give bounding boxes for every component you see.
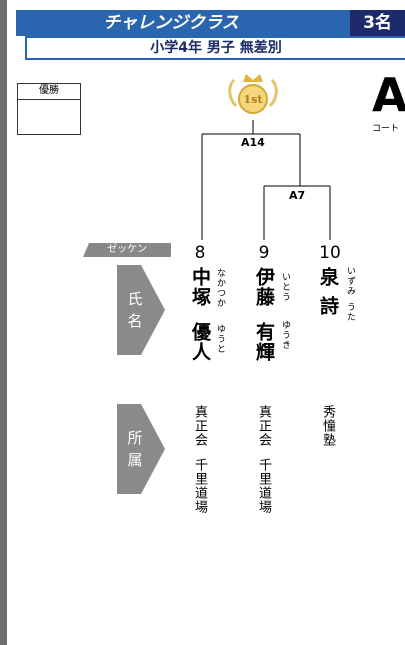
court-label: コート [372, 124, 400, 134]
player-club: 真正会 [256, 405, 271, 447]
player-name-given: 優人 [189, 322, 211, 362]
player-number: 10 [319, 243, 341, 263]
champion-box: 優勝 [17, 83, 81, 135]
player-kana-family: なかつか [215, 268, 225, 308]
trophy-text: 1st [244, 93, 264, 106]
player-name-family: 中塚 [189, 267, 211, 307]
match-id-final: A14 [241, 136, 265, 149]
match-id-semi: A7 [289, 189, 306, 202]
affiliation-row-label: 所属 [117, 404, 165, 494]
player-club-branch: 千里道場 [256, 458, 271, 514]
player-kana-family: いずみ [345, 266, 355, 296]
court-letter: A [372, 68, 405, 122]
player-club: 秀憧塾 [320, 405, 335, 447]
player-club-branch: 千里道場 [192, 458, 207, 514]
player-kana-given: ゆうと [215, 324, 225, 354]
zekken-label: ゼッケン [83, 243, 171, 257]
class-banner: チャレンジクラス 3名 [16, 10, 405, 36]
player-name-family: 伊藤 [253, 267, 275, 307]
player-kana-family: いとう [280, 272, 290, 302]
affiliation-row-label-text: 所属 [127, 429, 143, 469]
player-number: 9 [258, 243, 270, 263]
name-row-label-text: 氏名 [127, 290, 143, 330]
player-name-given: 詩 [317, 296, 339, 316]
champion-label: 優勝 [18, 84, 80, 100]
class-title: チャレンジクラス [103, 13, 239, 33]
player-number: 8 [194, 243, 206, 263]
player-name-family: 泉 [317, 267, 339, 287]
player-kana-given: ゆうき [280, 320, 290, 350]
player-name-given: 有輝 [253, 322, 275, 362]
name-row-label: 氏名 [117, 265, 165, 355]
first-place-trophy-icon: 1st [228, 74, 278, 114]
division-title: 小学4年 男子 無差別 [25, 36, 405, 60]
player-club: 真正会 [192, 405, 207, 447]
player-kana-given: うた [345, 302, 355, 322]
participant-count: 3名 [350, 10, 405, 36]
left-border-strip [0, 0, 7, 645]
